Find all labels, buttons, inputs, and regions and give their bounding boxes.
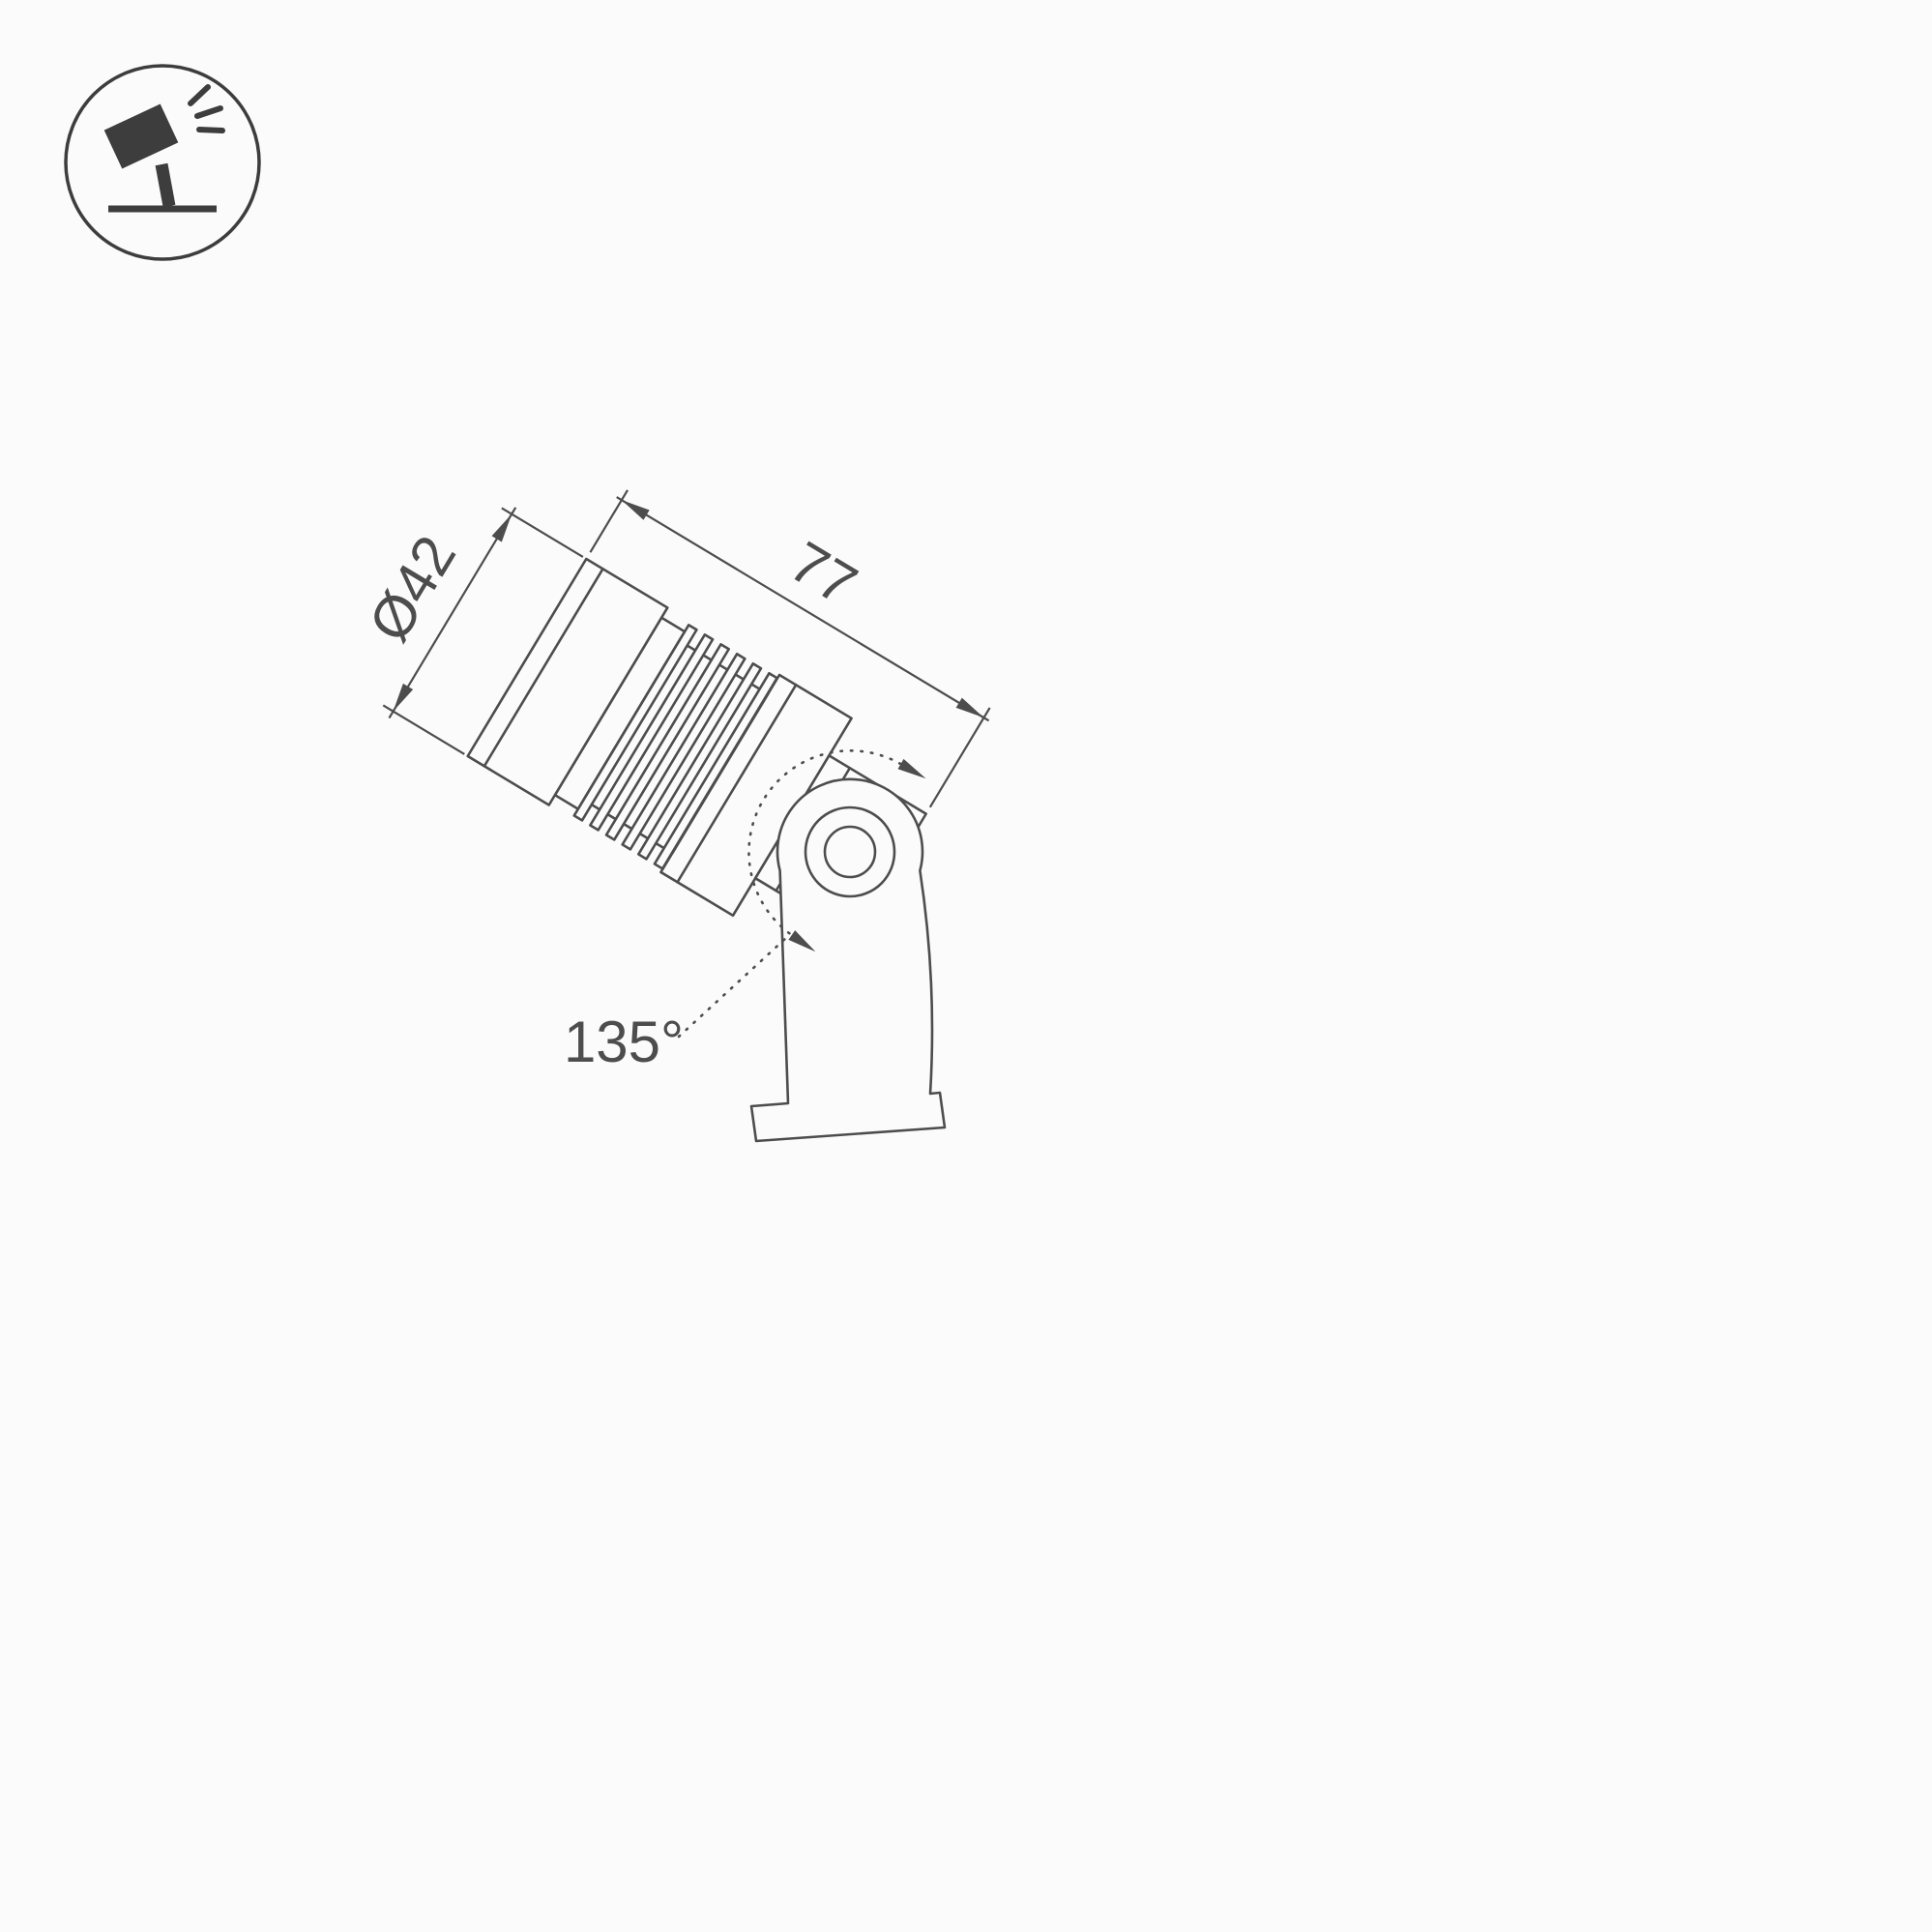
dimension-arrow [955,697,984,718]
spotlight-stem-icon [155,162,176,208]
pivot-bolt-inner [823,825,877,879]
dimension-line [388,507,517,719]
dimension-line [616,496,990,722]
bracket-arm-and-base [749,777,947,1143]
mounting-bracket [749,777,947,1143]
diameter-label: Ø42 [356,525,468,653]
length-label: 77 [779,529,868,618]
extension-line [382,704,465,755]
extension-line [501,507,584,558]
lamp-front-barrel [466,557,669,806]
dimension-arrow [491,513,512,542]
light-rays-icon [188,84,225,133]
angle-annotation: 135° [564,749,926,1074]
spotlight-head-icon [103,103,179,169]
arc-arrow [788,930,816,952]
heat-sink-fins [572,624,778,870]
front-bezel-line [483,567,604,768]
extension-line [928,707,991,808]
dimension-arrow [621,500,650,520]
leader-line [677,935,789,1039]
dimension-arrow [393,683,414,712]
product-type-icon [64,64,261,261]
angle-label: 135° [564,1010,684,1074]
rear-ring-line [676,684,798,884]
arc-arrow [897,758,926,779]
rotation-arc [747,749,902,937]
icon-circle [64,64,261,261]
